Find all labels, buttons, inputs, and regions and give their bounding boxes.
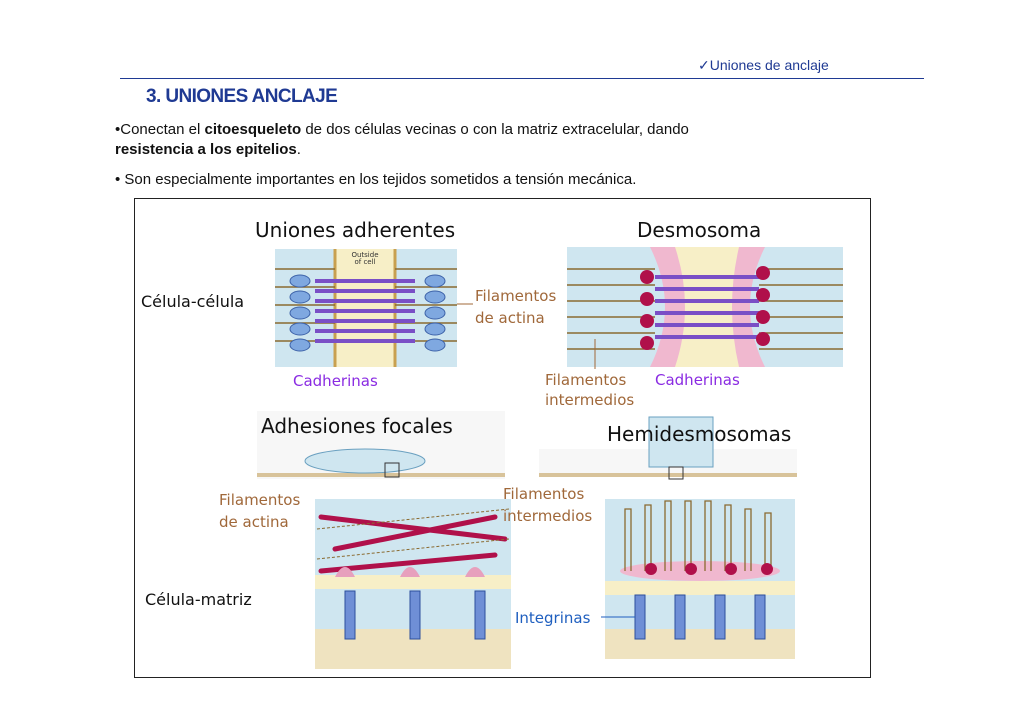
row-label-celula-matriz: Célula-matriz [145, 590, 252, 609]
header-divider [120, 78, 924, 79]
title-desmosoma: Desmosoma [637, 218, 761, 242]
label-filamentos-intermedios-2: Filamentos [503, 485, 584, 503]
title-hemidesmosomas: Hemidesmosomas [607, 422, 791, 446]
outside-cell-label-1: Outside [351, 251, 378, 259]
label-filamentos-actina-2: Filamentos [219, 491, 300, 509]
label-cadherinas-2: Cadherinas [655, 371, 740, 389]
section-header-label: ✓Uniones de anclaje [698, 57, 829, 73]
focal-adhesions-illustration [257, 411, 511, 669]
slide-title: 3. UNIONES ANCLAJE [146, 86, 338, 107]
bullet-1-bold-citoesqueleto: citoesqueleto [204, 121, 302, 138]
hemidesmosomes-illustration [539, 416, 797, 659]
desmosome-illustration [567, 247, 843, 367]
bullet-2: • Son especialmente importantes en los t… [115, 171, 637, 188]
bullet-1-line-1: •Conectan el citoesqueleto de dos célula… [115, 121, 689, 138]
bullet-1-bold-resistencia: resistencia a los epitelios [115, 141, 297, 158]
junctions-figure: Outside of cell Uniones adherentes Célul… [141, 218, 843, 669]
bullet-1-prefix: •Conectan el [115, 121, 205, 138]
title-uniones-adherentes: Uniones adherentes [255, 218, 455, 242]
bullet-1-middle: de dos células vecinas o con la matriz e… [301, 121, 689, 138]
row-label-celula-celula: Célula-célula [141, 292, 244, 311]
figure-frame: Outside of cell Uniones adherentes Célul… [134, 198, 871, 678]
title-adhesiones-focales: Adhesiones focales [261, 414, 453, 438]
label-de-actina-2: de actina [219, 513, 289, 531]
label-cadherinas-1: Cadherinas [293, 372, 378, 390]
outside-cell-label-2: of cell [354, 258, 375, 266]
label-integrinas: Integrinas [515, 609, 591, 627]
label-filamentos-actina-1: Filamentos [475, 287, 556, 305]
bullet-1-suffix: . [296, 141, 301, 158]
adherens-junction-illustration: Outside of cell [275, 249, 457, 367]
label-filamentos-intermedios-1: Filamentos [545, 371, 626, 389]
label-intermedios-1: intermedios [545, 391, 634, 409]
bullet-1-line-2: resistencia a los epitelios. [115, 141, 301, 158]
label-de-actina-1: de actina [475, 309, 545, 327]
label-intermedios-2: intermedios [503, 507, 592, 525]
